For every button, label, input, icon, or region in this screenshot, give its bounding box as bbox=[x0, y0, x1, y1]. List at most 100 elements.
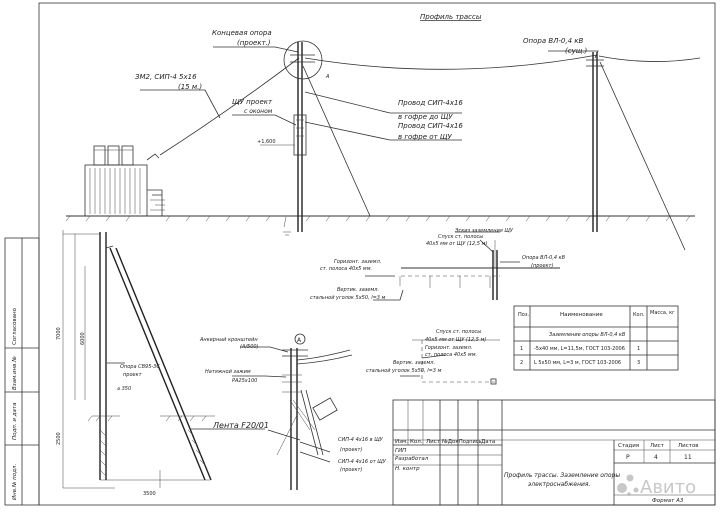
tb-h-list: Лист bbox=[426, 439, 441, 445]
existing-pole-label-1: Опора ВЛ-0,4 кВ bbox=[523, 37, 584, 45]
node-a-detail: А Анкерный кронштейн (А/500) Натяжной за… bbox=[199, 333, 387, 490]
wire-to-label-2: в гофре до ЩУ bbox=[398, 113, 453, 121]
tb-sheets-label: Листов bbox=[678, 443, 699, 449]
existing-pole bbox=[586, 52, 686, 251]
pole-label-2: (проект) bbox=[531, 263, 553, 269]
support-label-2: проект bbox=[123, 372, 143, 378]
spec-row-name: -5х40 мм, L=11,5м, ГОСТ 103-2006 bbox=[534, 346, 625, 352]
spec-row-qty: 1 bbox=[637, 346, 640, 352]
tb-h-sign: Подпись bbox=[459, 439, 482, 445]
tb-h-date: Дата bbox=[481, 439, 495, 445]
spec-row-qty: 3 bbox=[637, 360, 640, 366]
dim-height: 7000 bbox=[56, 327, 62, 340]
horiz2-label-1: Горизонт. заземл. bbox=[425, 345, 472, 351]
stamp-replaced: Взам.инв.№ bbox=[12, 356, 18, 390]
spec-header-pos: Поз. bbox=[518, 312, 529, 318]
marker-a-profile: А bbox=[325, 74, 330, 80]
wire-from-label-2: в гофре от ЩУ bbox=[398, 133, 453, 141]
shu-label-2: с оконом bbox=[244, 108, 273, 115]
pole-label-1: Опора ВЛ-0,4 кВ bbox=[522, 255, 566, 261]
tb-sheet-title-2: электроснабжения. bbox=[528, 481, 591, 488]
existing-pole-label-2: (сущ.) bbox=[565, 47, 588, 55]
tb-format: Формат А3 bbox=[652, 498, 684, 504]
side-stamp: Согласовано Взам.инв.№ Подп. и дата Инв.… bbox=[4, 237, 40, 506]
spec-header-name: Наименование bbox=[560, 312, 603, 318]
descent-label-1: Спуск ст. полосы bbox=[438, 234, 483, 240]
clamp-label-2: РА25х100 bbox=[232, 378, 257, 384]
end-pole-label-2: (проект.) bbox=[237, 39, 271, 47]
end-pole-label-1: Концевая опора bbox=[212, 29, 272, 37]
descent2-label-1: Спуск ст. полосы bbox=[436, 329, 481, 335]
vert-label-2: стальной уголок 5х50, l=3 м bbox=[310, 295, 386, 301]
tb-r-norm: Н. контр bbox=[395, 466, 420, 472]
grounding-sketch: Эскиз заземления ЩУ Спуск ст. полосы 40х… bbox=[310, 228, 566, 385]
pole-detail: 7000 6000 2500 3500 Опора СВ95-3С проект… bbox=[56, 230, 269, 497]
route-profile: Профиль трассы bbox=[65, 13, 701, 251]
descent-label-2: 40х5 мм от ЩУ (12,5 м) bbox=[426, 241, 487, 247]
spec-row-pos: 2 bbox=[520, 360, 523, 366]
transformer-substation bbox=[84, 145, 165, 217]
strip-label: Лента F20/01 bbox=[212, 421, 269, 430]
spec-header-mass: Масса, кг bbox=[650, 310, 675, 316]
descent2-label-2: 40х5 мм от ЩУ (12,5 м) bbox=[425, 337, 486, 343]
tb-sheet-label: Лист bbox=[650, 443, 665, 449]
overhead-wire-2 bbox=[598, 55, 701, 62]
vert-label-1: Вертик. заземл. bbox=[337, 287, 379, 293]
shu-label-1: ЩУ проект bbox=[232, 98, 273, 106]
ground-hatch bbox=[65, 215, 691, 222]
dim-depth: 2500 bbox=[56, 432, 62, 445]
vert2-label-2: стальной уголок 5х50, l=3 м bbox=[366, 368, 442, 374]
tb-r-gip: ГИП bbox=[395, 448, 406, 454]
spec-table: Поз. Наименование Кол. Масса, кг Заземле… bbox=[513, 305, 679, 371]
overhead-wire-1 bbox=[304, 54, 598, 70]
node-a-callout-circle bbox=[283, 40, 323, 80]
profile-title: Профиль трассы bbox=[420, 13, 482, 21]
profile-leaders bbox=[140, 46, 599, 141]
tb-sheet-value: 4 bbox=[654, 454, 658, 461]
anchor-label-2: (А/500) bbox=[240, 344, 259, 350]
support-label-1: Опора СВ95-3С bbox=[120, 364, 160, 370]
stamp-agreed: Согласовано bbox=[12, 307, 18, 345]
end-pole: +1,600 А bbox=[257, 40, 371, 236]
watermark-text: Авито bbox=[640, 477, 696, 498]
tb-r-dev: Разработал bbox=[395, 456, 429, 462]
anchor-label-1: Анкерный кронштейн bbox=[199, 337, 258, 343]
spec-row-pos: 1 bbox=[520, 346, 523, 352]
tb-sheets-value: 11 bbox=[684, 454, 692, 461]
shu-cabinet bbox=[293, 114, 307, 156]
stamp-inv-orig: Инв.№ подл. bbox=[12, 464, 18, 500]
spec-group-title: Заземление опоры ВЛ-0,4 кВ bbox=[549, 332, 626, 338]
title-block: Изм. Кол. Лист №Док Подпись Дата ГИП Раз… bbox=[392, 399, 716, 506]
shu-ground-label: Эскиз заземления ЩУ bbox=[454, 228, 514, 234]
sip-to-label-2: (проект) bbox=[340, 447, 362, 453]
sip-from-label-2: (проект) bbox=[340, 467, 362, 473]
sip-to-label-1: СИП-4 4х16 в ЩУ bbox=[338, 437, 384, 443]
spec-row-name: L 5х50 мм, L=3 м, ГОСТ 103-2006 bbox=[534, 360, 621, 366]
cable-label-2: (15 м.) bbox=[178, 83, 202, 91]
tb-h-doc: №Док bbox=[442, 439, 459, 445]
vert2-label-1: Вертик. заземл. bbox=[393, 360, 435, 366]
horiz2-label-2: ст. полоса 40х5 мм. bbox=[425, 352, 477, 358]
node-a-marker: А bbox=[297, 337, 302, 344]
tb-stage-value: Р bbox=[626, 454, 630, 461]
horiz-label-2: ст. полоса 40х5 мм. bbox=[320, 266, 372, 272]
diameter-label: ⌀ 350 bbox=[117, 386, 131, 392]
dim-bottom: 3500 bbox=[143, 491, 156, 497]
level-mark: +1,600 bbox=[257, 139, 276, 145]
stamp-sign-date: Подп. и дата bbox=[12, 402, 18, 440]
tb-stage-label: Стадия bbox=[618, 443, 639, 449]
cable-label-1: ЗМ2, СИП-4 5х16 bbox=[135, 73, 197, 81]
spec-header-qty: Кол. bbox=[633, 312, 645, 318]
avito-watermark: Авито bbox=[617, 474, 696, 498]
tb-sheet-title-1: Профиль трассы. Заземление опоры bbox=[504, 472, 620, 479]
sip-from-label-1: СИП-4 4х16 от ЩУ bbox=[338, 459, 387, 465]
dim-inner: 6000 bbox=[80, 332, 86, 345]
horiz-label-1: Горизонт. заземл. bbox=[334, 259, 381, 265]
wire-to-label-1: Провод СИП-4х16 bbox=[398, 99, 463, 107]
clamp-label-1: Натяжной зажим bbox=[205, 369, 251, 375]
wire-from-label-1: Провод СИП-4х16 bbox=[398, 122, 463, 130]
tb-h-izm: Изм. bbox=[395, 439, 408, 445]
tb-h-kol: Кол. bbox=[410, 439, 423, 445]
cable-sip4 bbox=[159, 57, 300, 156]
